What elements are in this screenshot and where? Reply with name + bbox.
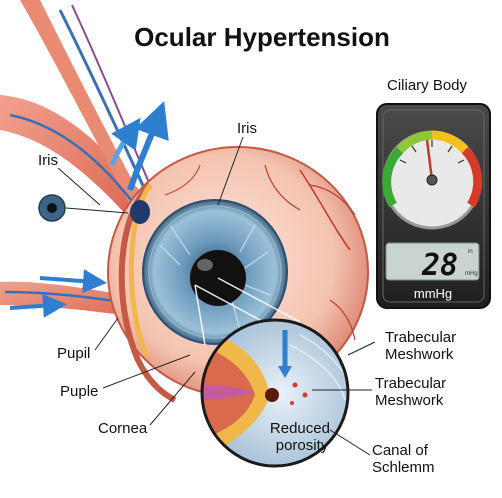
gauge-lcd <box>385 242 480 281</box>
gauge-unit-small-top: in <box>468 249 473 255</box>
label-pupil: Pupil <box>57 345 90 362</box>
label-iris-left: Iris <box>38 152 58 169</box>
label-trabecular-2-line1: Trabecular <box>375 375 446 392</box>
pupil-highlight <box>197 259 213 271</box>
label-trabecular-1-line1: Trabecular <box>385 329 456 346</box>
zoom-connectors <box>194 277 301 346</box>
label-trabecular-2: Trabecular Meshwork <box>375 375 450 409</box>
extraocular-muscles <box>0 0 161 320</box>
gauge-reading: 28 <box>421 248 458 283</box>
label-trabecular-1-line2: Meshwork <box>385 346 454 363</box>
label-canal-line1: Canal of <box>372 442 429 459</box>
gauge-unit: mmHg <box>414 286 452 301</box>
label-reduced-porosity-line2: porosity <box>276 437 329 454</box>
gauge-dial <box>382 130 483 230</box>
label-trabecular-1: Trabecular Meshwork <box>385 329 460 363</box>
gauge-heading: Ciliary Body <box>387 77 468 94</box>
aqueous-flow-arrows <box>9 101 169 318</box>
label-cornea: Cornea <box>98 420 148 437</box>
iris-icon <box>38 194 129 222</box>
ciliary-knob-icon <box>130 200 150 224</box>
gauge-unit-small-bottom: mHg <box>465 271 478 277</box>
label-canal-of-schlemm: Canal of Schlemm <box>372 442 435 476</box>
zoom-inset <box>200 318 350 468</box>
label-reduced-porosity: Reduced porosity <box>270 420 334 454</box>
leader-lines <box>57 136 376 456</box>
label-trabecular-2-line2: Meshwork <box>375 392 444 409</box>
label-iris-top: Iris <box>237 120 257 137</box>
diagram-title: Ocular Hypertension <box>134 22 390 52</box>
label-puple: Puple <box>60 383 98 400</box>
label-reduced-porosity-line1: Reduced <box>270 420 330 437</box>
label-canal-line2: Schlemm <box>372 459 435 476</box>
